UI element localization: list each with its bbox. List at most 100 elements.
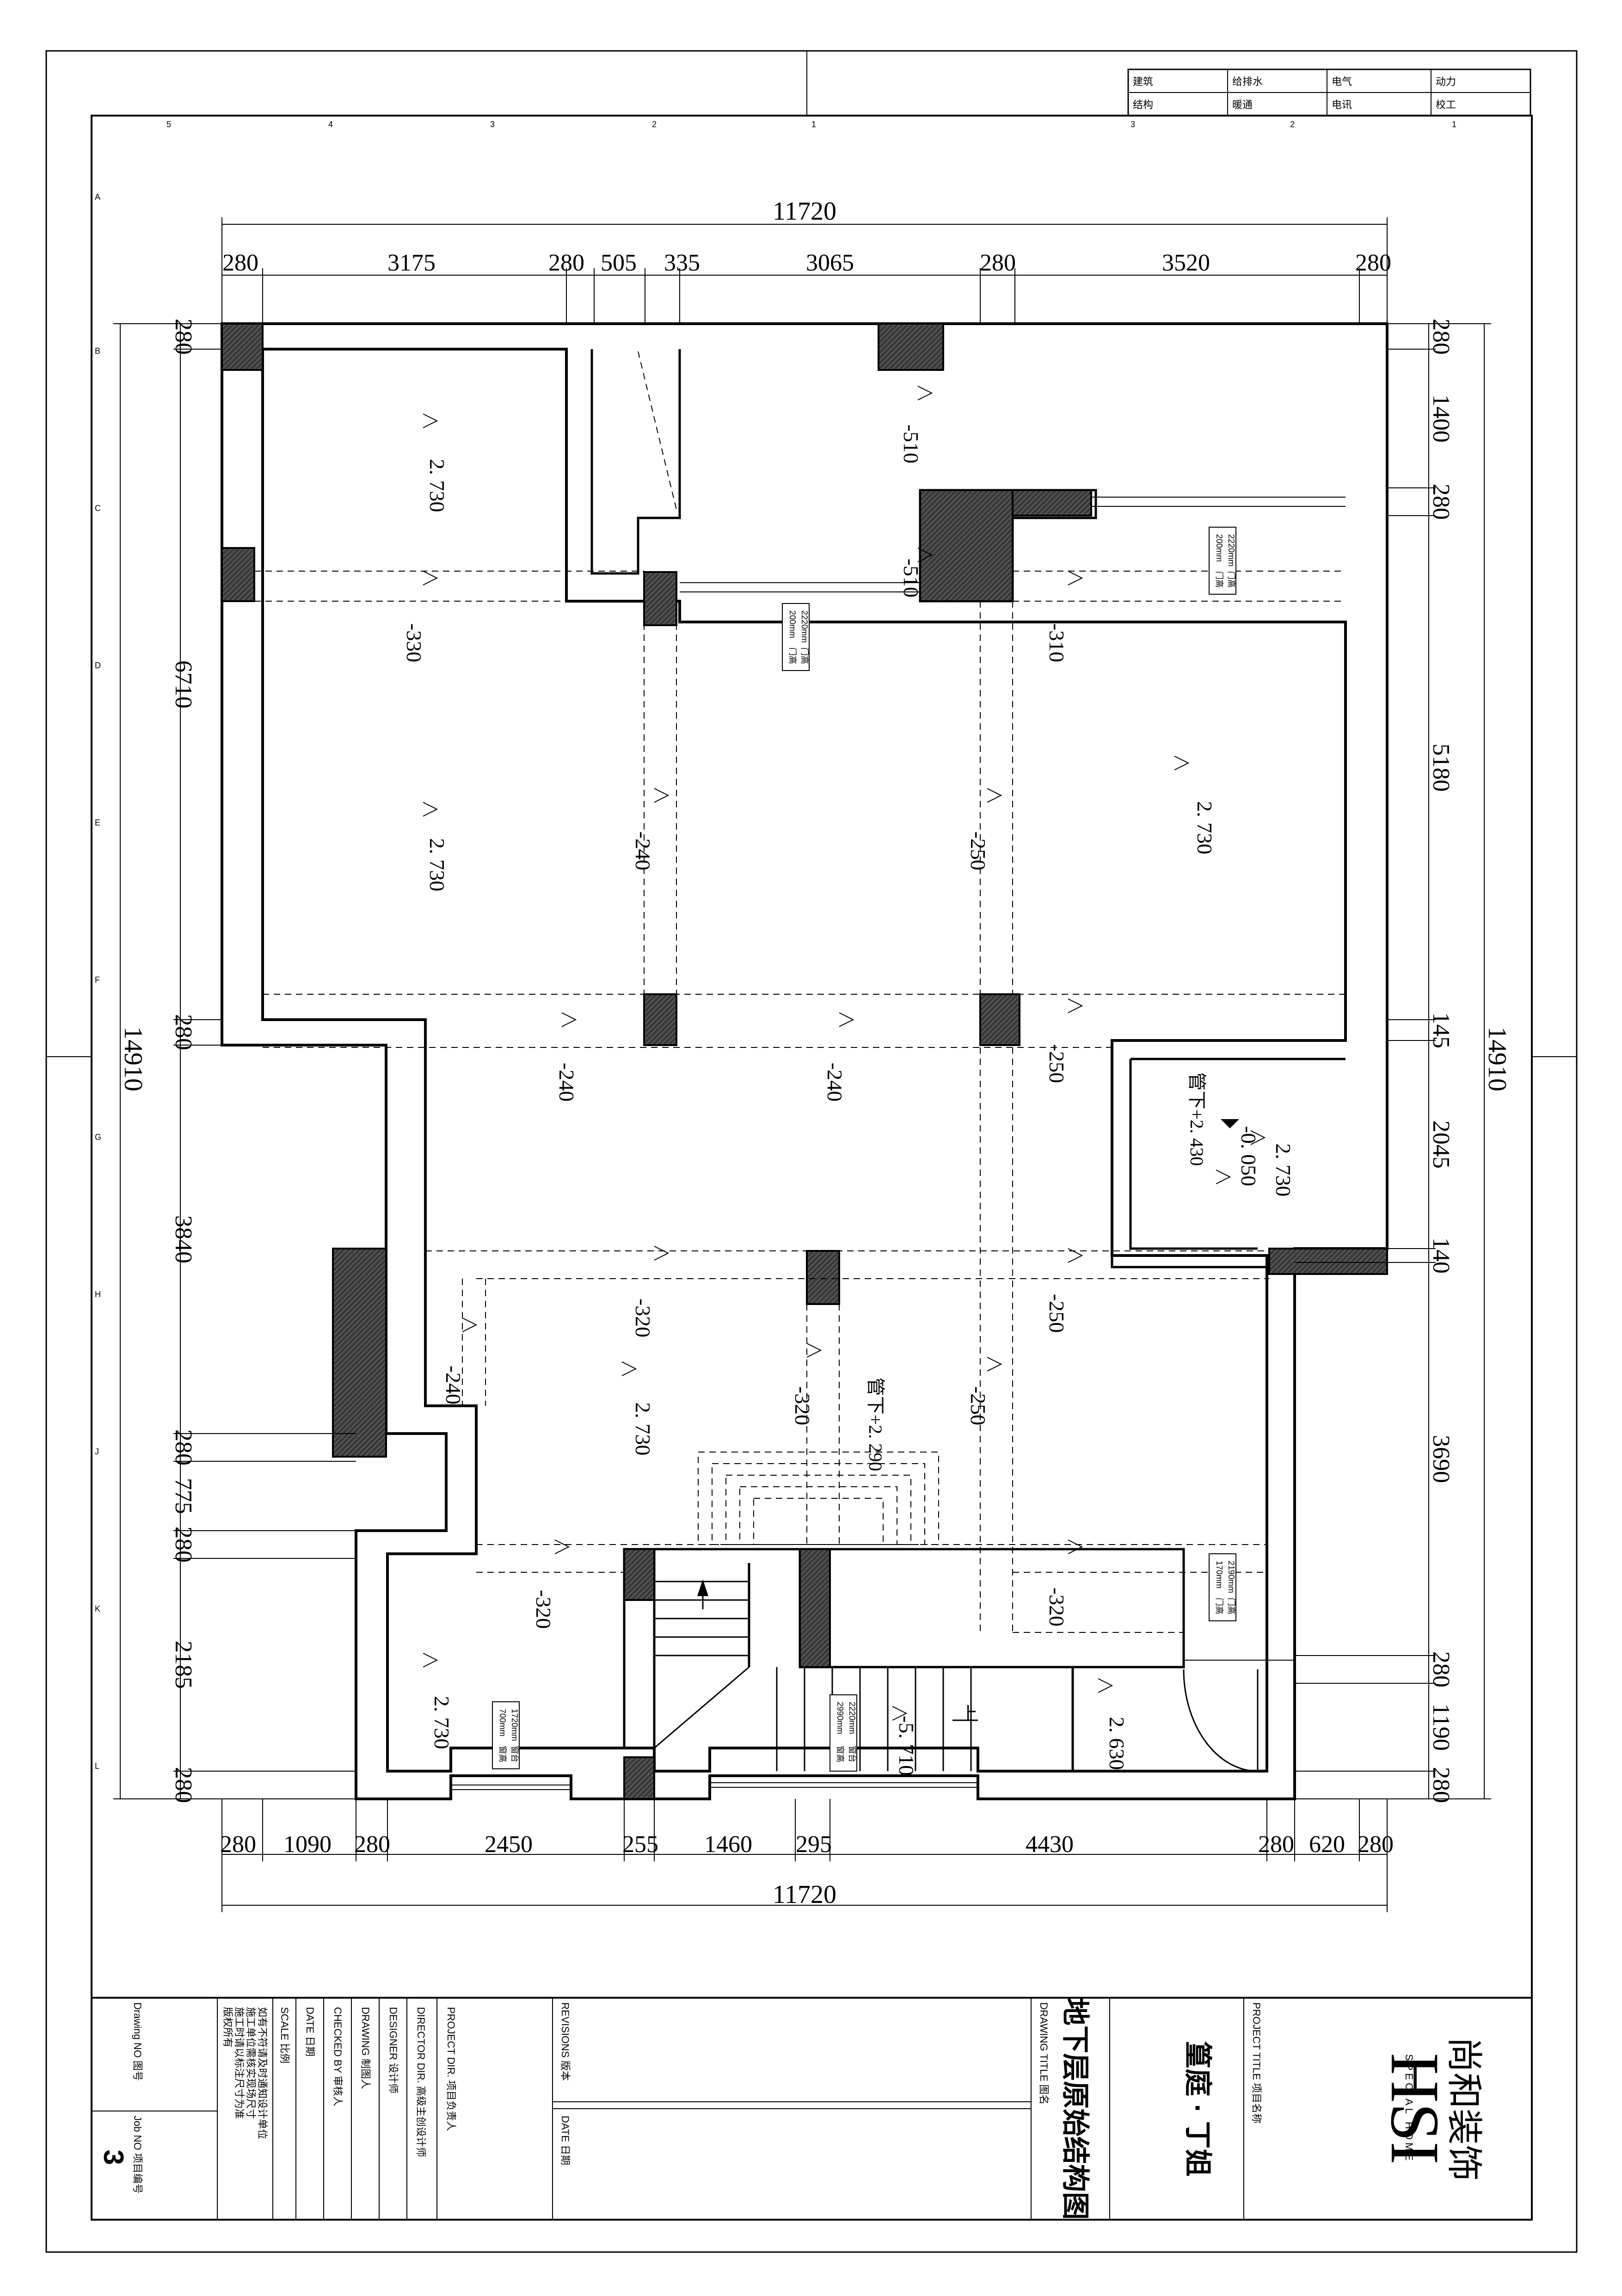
svg-text:门高: 门高 bbox=[1227, 571, 1236, 588]
svg-text:280: 280 bbox=[170, 1014, 197, 1050]
svg-text:3690: 3690 bbox=[1428, 1435, 1454, 1483]
svg-text:2185: 2185 bbox=[170, 1641, 197, 1689]
dim-bottom-total: 11720 bbox=[773, 1880, 836, 1909]
svg-text:窗高: 窗高 bbox=[498, 1746, 507, 1762]
table-cell: 结构 bbox=[1133, 99, 1153, 111]
svg-text:280: 280 bbox=[1428, 1651, 1454, 1687]
svg-text:145: 145 bbox=[1428, 1012, 1454, 1048]
svg-text:1720mm: 1720mm bbox=[510, 1709, 519, 1741]
svg-text:1: 1 bbox=[811, 120, 816, 129]
svg-text:K: K bbox=[95, 1604, 100, 1613]
svg-text:-250: -250 bbox=[966, 1386, 990, 1425]
drawing-title: 地下层原始结构图 bbox=[1060, 1998, 1091, 2220]
svg-text:280: 280 bbox=[1428, 319, 1454, 355]
svg-text:-320: -320 bbox=[791, 1386, 814, 1425]
svg-text:505: 505 bbox=[601, 250, 637, 276]
project-dir-label: PROJECT DIR. 项目负责人 bbox=[445, 2007, 457, 2131]
date-label: DATE 日期 bbox=[559, 2116, 571, 2165]
svg-text:1460: 1460 bbox=[704, 1831, 752, 1858]
column bbox=[643, 571, 677, 626]
svg-text:A: A bbox=[95, 192, 100, 202]
svg-text:255: 255 bbox=[622, 1831, 658, 1858]
beam-depth-labels: -510 -510 -330 -310 -250 -240 -240 -240 … bbox=[402, 425, 1069, 1629]
level-label: 2. 730 bbox=[1193, 801, 1216, 855]
pipe-level-marker bbox=[1216, 1170, 1231, 1184]
floor-level-marker bbox=[1221, 1119, 1239, 1128]
checked-by-label: CHECKED BY 审核人 bbox=[332, 2007, 344, 2106]
ceiling-levels: 2. 730 2. 730 2. 730 2. 730 2. 730 2. 73… bbox=[425, 459, 1295, 1776]
dimension-labels-left: 14910 280 6710 280 3840 280 775 280 2185… bbox=[119, 319, 197, 1803]
svg-text:2220mm: 2220mm bbox=[800, 610, 809, 643]
svg-text:3065: 3065 bbox=[806, 250, 854, 276]
svg-text:1400: 1400 bbox=[1428, 394, 1454, 443]
dim-left-total: 14910 bbox=[119, 1027, 147, 1091]
svg-text:-510: -510 bbox=[899, 425, 923, 463]
beam-lines bbox=[254, 351, 1346, 1633]
svg-text:-250: -250 bbox=[1045, 1294, 1069, 1333]
column bbox=[623, 1548, 655, 1601]
column bbox=[878, 323, 944, 371]
level-label: 2. 730 bbox=[1272, 1144, 1295, 1197]
pipe-note: 管下+2. 430 bbox=[1186, 1072, 1207, 1166]
svg-text:门高: 门高 bbox=[1215, 571, 1224, 588]
dim-right-total: 14910 bbox=[1483, 1027, 1511, 1091]
outer-wall-outline bbox=[221, 322, 1389, 1800]
title-block: Drawing NO 图号 Job NO 项目编号 3 版权所有 施工时请以标注… bbox=[91, 1997, 1533, 2221]
dimension-labels-bottom: 280 1090 280 2450 255 1460 295 4430 280 … bbox=[220, 1831, 1394, 1909]
svg-text:280: 280 bbox=[1355, 250, 1391, 276]
svg-text:-250: -250 bbox=[1045, 1044, 1069, 1083]
svg-text:B: B bbox=[95, 346, 100, 356]
svg-text:门高: 门高 bbox=[800, 647, 809, 664]
drawing-no-label: Drawing NO 图号 bbox=[132, 2002, 143, 2081]
company-english-name: SPECIAL HOME bbox=[1403, 2054, 1415, 2163]
svg-text:4430: 4430 bbox=[1026, 1831, 1074, 1858]
scale-label: SCALE 比例 bbox=[279, 2007, 290, 2063]
svg-text:280: 280 bbox=[170, 319, 197, 355]
svg-text:2450: 2450 bbox=[485, 1831, 533, 1858]
column bbox=[799, 1548, 831, 1668]
svg-text:门高: 门高 bbox=[788, 647, 797, 664]
column bbox=[806, 1250, 840, 1305]
svg-text:-250: -250 bbox=[966, 831, 990, 870]
level-label: 2. 730 bbox=[430, 1696, 454, 1749]
note-line: 如有不符请及时通知设计单位 bbox=[257, 2007, 268, 2139]
svg-text:-240: -240 bbox=[823, 1063, 847, 1102]
svg-text:2045: 2045 bbox=[1428, 1120, 1454, 1169]
svg-text:2220mm: 2220mm bbox=[1227, 534, 1236, 566]
dimension-labels-right: 280 1400 280 5180 145 2045 140 3690 280 … bbox=[1428, 319, 1511, 1803]
table-cell: 电气 bbox=[1332, 76, 1352, 87]
opening-tags bbox=[492, 527, 1236, 1772]
svg-text:5180: 5180 bbox=[1428, 744, 1454, 792]
table-cell: 校工 bbox=[1436, 99, 1456, 111]
svg-text:200mm: 200mm bbox=[1215, 534, 1224, 562]
grid-label-row-top: 5 4 3 2 1 3 2 1 bbox=[166, 120, 1456, 129]
svg-text:3175: 3175 bbox=[387, 250, 436, 276]
svg-text:1190: 1190 bbox=[1428, 1704, 1454, 1751]
company-chinese-name: 尚和装饰 bbox=[1444, 2037, 1485, 2181]
svg-text:-320: -320 bbox=[1045, 1588, 1069, 1626]
svg-text:E: E bbox=[95, 818, 100, 827]
svg-text:6710: 6710 bbox=[170, 660, 197, 708]
svg-text:3: 3 bbox=[490, 120, 495, 129]
note-line: 施工时请以标注尺寸为准 bbox=[233, 2007, 245, 2119]
dim-top-total: 11720 bbox=[773, 197, 836, 226]
job-no-label: Job NO 项目编号 bbox=[132, 2116, 143, 2194]
opening-tag-text: 200mm 门高 2220mm 门高 200mm 门高 2220mm 门高 17… bbox=[498, 534, 1236, 1762]
door-swing bbox=[1183, 1669, 1259, 1772]
svg-text:门高: 门高 bbox=[1215, 1598, 1224, 1614]
svg-text:窗高: 窗高 bbox=[836, 1746, 845, 1762]
svg-text:-310: -310 bbox=[1045, 623, 1069, 662]
svg-text:280: 280 bbox=[222, 250, 258, 276]
pipe-notes: 管下+2. 430 管下+2. 290 bbox=[865, 1072, 1207, 1471]
column bbox=[1012, 489, 1092, 517]
svg-text:2: 2 bbox=[1290, 120, 1295, 129]
column bbox=[979, 993, 1020, 1046]
openings-lines bbox=[451, 497, 1346, 1790]
svg-text:2190mm: 2190mm bbox=[1227, 1561, 1236, 1593]
revisions-label: REVISIONS 版本 bbox=[559, 2002, 571, 2081]
svg-text:280: 280 bbox=[354, 1831, 390, 1858]
pipe-note: 管下+2. 290 bbox=[865, 1378, 886, 1471]
level-label: 2. 730 bbox=[425, 459, 449, 512]
table-cell: 建筑 bbox=[1133, 76, 1153, 87]
